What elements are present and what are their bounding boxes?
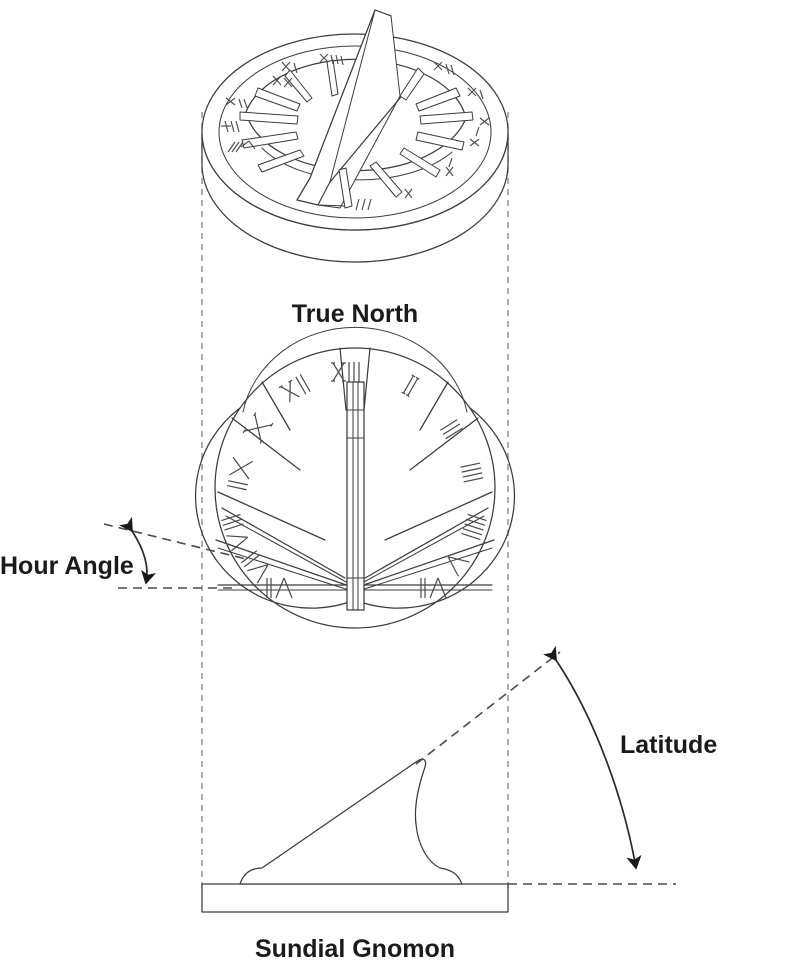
perspective-hour-marks (221, 53, 490, 211)
latitude-label: Latitude (620, 731, 717, 759)
hour-angle-annotation: Hour Angle (0, 516, 251, 589)
latitude-arc-arrow (543, 645, 642, 870)
sundial-gnomon-label: Sundial Gnomon (255, 935, 455, 963)
hour-angle-hour-ray (103, 523, 251, 561)
alignment-guide-lines (201, 112, 509, 888)
hour-angle-label: Hour Angle (0, 552, 134, 580)
plan-sundial-view (194, 326, 516, 629)
plan-hour-numerals (221, 362, 487, 599)
true-north-label: True North (292, 300, 418, 328)
latitude-annotation: Latitude (543, 645, 717, 870)
hour-angle-arc-arrow (119, 516, 156, 585)
gnomon-style-extension (415, 651, 561, 765)
perspective-sundial-view (201, 9, 509, 263)
gnomon-wedge-profile (239, 758, 463, 885)
gnomon-base-plate (201, 883, 509, 913)
elevation-gnomon-view (201, 651, 676, 913)
plan-gnomon-bar (346, 381, 365, 611)
